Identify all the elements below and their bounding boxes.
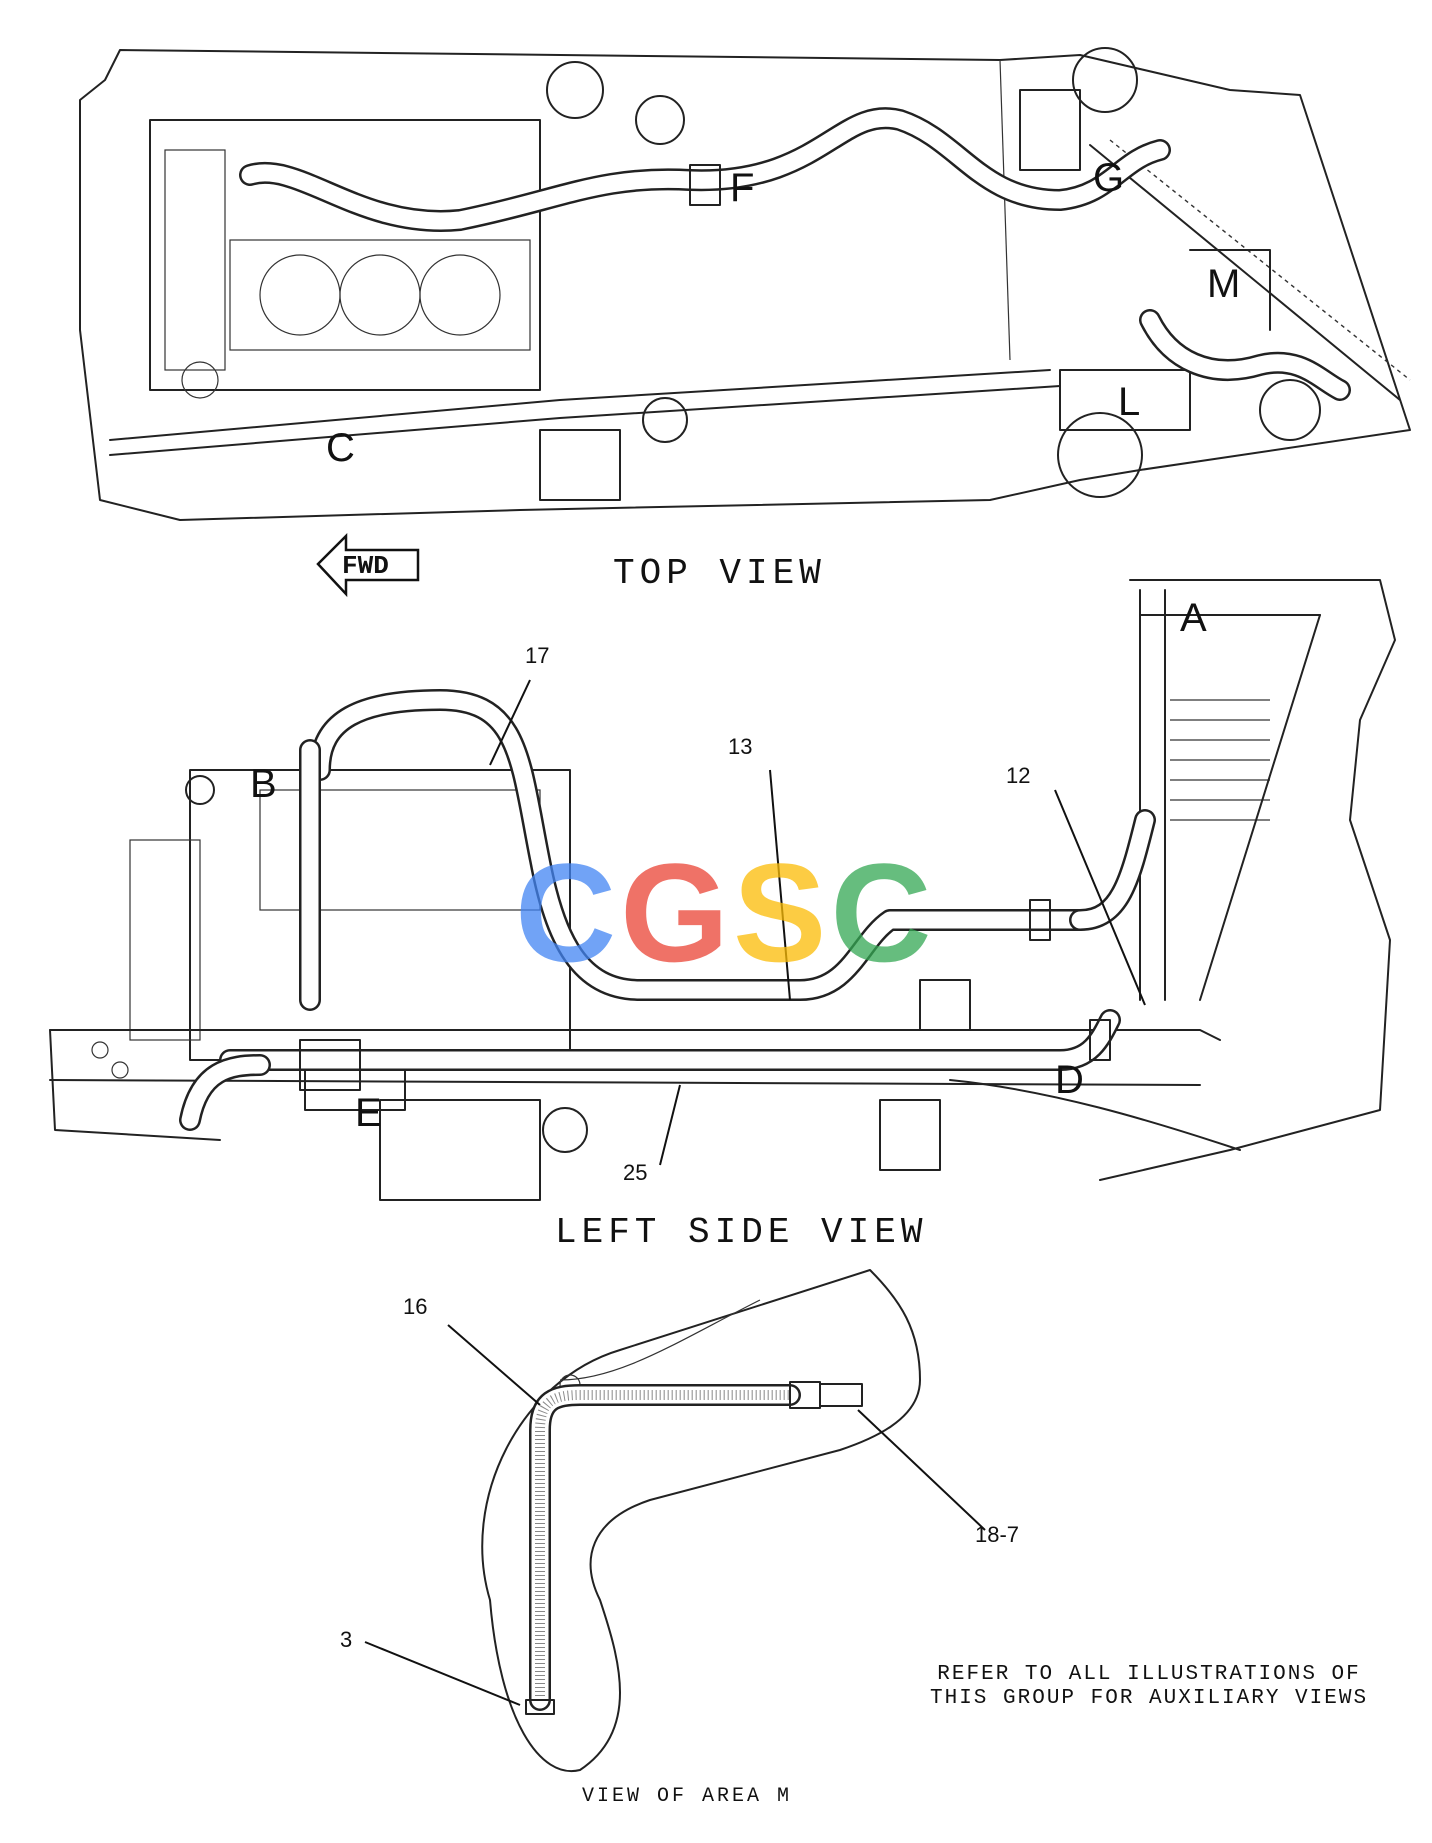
- label-f: F: [730, 166, 755, 210]
- cgsc-watermark: C G S C: [515, 834, 935, 991]
- label-a: A: [1180, 596, 1207, 640]
- callout-16: 16: [403, 1294, 428, 1319]
- label-g: G: [1093, 156, 1125, 200]
- note-line-1: REFER TO ALL ILLUSTRATIONS OF: [937, 1663, 1361, 1686]
- left-side-view-title: LEFT SIDE VIEW: [555, 1212, 928, 1253]
- fwd-arrow-icon: [316, 532, 420, 598]
- top-view-title: TOP VIEW: [613, 553, 826, 594]
- watermark-letter-4: C: [830, 834, 932, 991]
- top-view-drawing: [79, 47, 1411, 521]
- detail-view-title: VIEW OF AREA M: [582, 1785, 793, 1808]
- label-c: C: [326, 426, 355, 470]
- callout-3: 3: [340, 1627, 353, 1652]
- label-m: M: [1207, 262, 1241, 306]
- label-e: E: [355, 1091, 382, 1135]
- callout-17: 17: [525, 643, 550, 668]
- callout-13: 13: [728, 734, 753, 759]
- label-b: B: [250, 762, 277, 806]
- auxiliary-views-note: REFER TO ALL ILLUSTRATIONS OF THIS GROUP…: [930, 1663, 1368, 1711]
- watermark-letter-3: S: [733, 834, 827, 991]
- callout-leaders: [364, 679, 1146, 1706]
- callout-18-7: 18-7: [975, 1522, 1020, 1547]
- watermark-letter-1: C: [515, 834, 617, 991]
- callout-25: 25: [623, 1160, 648, 1185]
- note-line-2: THIS GROUP FOR AUXILIARY VIEWS: [930, 1687, 1369, 1710]
- watermark-letter-2: G: [620, 834, 730, 991]
- label-l: L: [1118, 380, 1141, 424]
- left-side-view-drawing: [49, 579, 1396, 1201]
- area-m-detail-drawing: [481, 1269, 921, 1773]
- fwd-label: FWD: [342, 551, 389, 581]
- label-d: D: [1055, 1058, 1084, 1102]
- callout-12: 12: [1006, 763, 1031, 788]
